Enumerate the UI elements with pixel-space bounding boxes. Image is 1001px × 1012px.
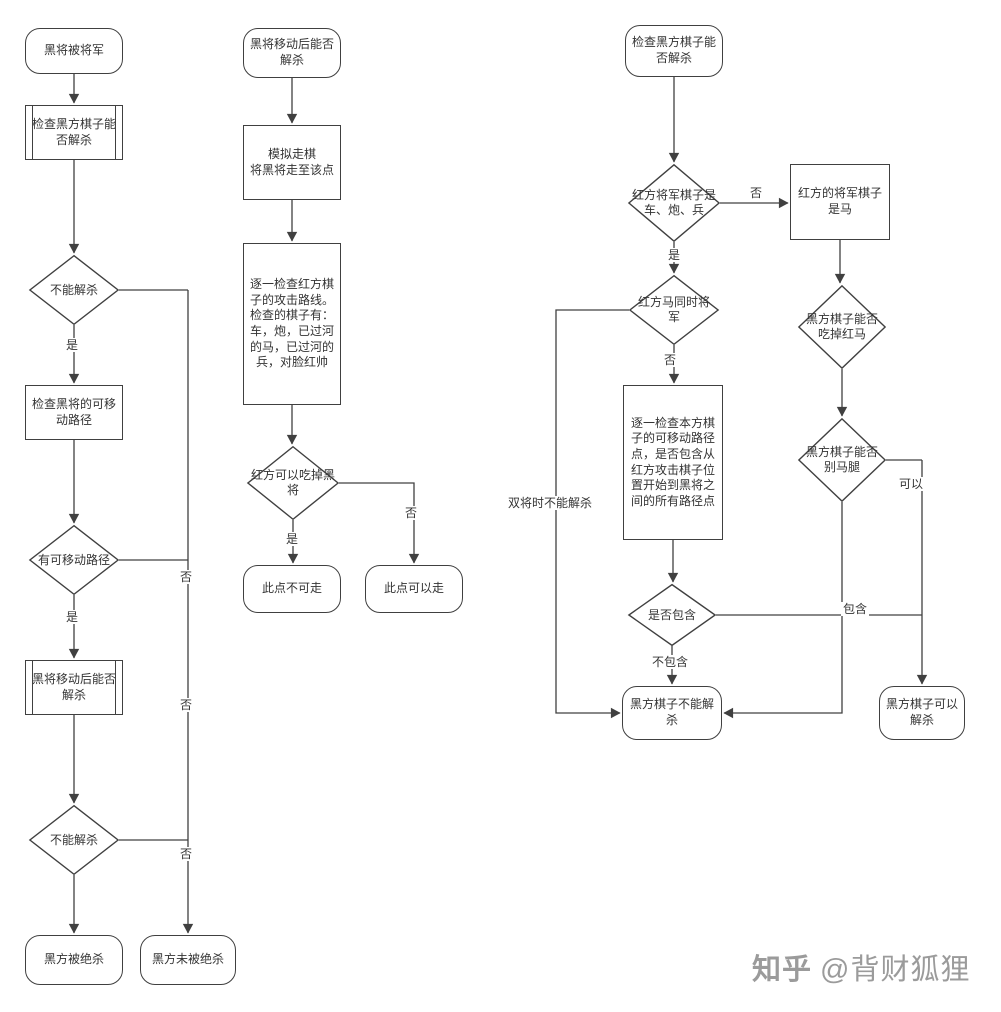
decision-label: 黑方棋子能否吃掉红马 xyxy=(805,312,878,341)
node-f3-checker-type: 红方将军棋子是车、炮、兵 xyxy=(628,164,720,242)
diamond-shape xyxy=(628,584,716,646)
edge-label-no-6: 否 xyxy=(662,353,679,368)
edge-label-yes-1: 是 xyxy=(64,338,81,353)
node-f3-contains: 是否包含 xyxy=(628,584,716,646)
edge-label-no-3: 否 xyxy=(178,847,195,862)
decision-label: 不能解杀 xyxy=(49,832,98,847)
node-f1-checkmated: 黑方被绝杀 xyxy=(25,935,123,985)
node-f2-check-attacks: 逐一检查红方棋子的攻击路线。检查的棋子有：车，炮，已过河的马，已过河的兵，对脸红… xyxy=(243,243,341,405)
diamond-shape xyxy=(29,805,119,875)
watermark-handle: @背财狐狸 xyxy=(820,954,971,986)
edge-label-no-2: 否 xyxy=(178,698,195,713)
edge-label-no-5: 否 xyxy=(748,186,765,201)
node-f3-cannot-resolve: 黑方棋子不能解杀 xyxy=(622,686,722,740)
node-f3-checker-horse: 红方的将军棋子是马 xyxy=(790,164,890,240)
watermark: 知乎@背财狐狸 xyxy=(752,946,970,988)
node-f2-start: 黑将移动后能否解杀 xyxy=(243,28,341,78)
edge-label-yes-3: 是 xyxy=(284,532,301,547)
node-f3-capture-horse: 黑方棋子能否吃掉红马 xyxy=(798,285,886,369)
node-f3-can-resolve: 黑方棋子可以解杀 xyxy=(879,686,965,740)
decision-label: 红方将军棋子是车、炮、兵 xyxy=(632,188,717,217)
node-f3-start: 检查黑方棋子能否解杀 xyxy=(625,25,723,77)
edge-label-yes-2: 是 xyxy=(64,610,81,625)
node-f3-check-own-moves: 逐一检查本方棋子的可移动路径点，是否包含从红方攻击棋子位置开始到黑将之间的所有路… xyxy=(623,385,723,540)
decision-label: 是否包含 xyxy=(647,607,696,622)
node-f1-cannot-resolve-1: 不能解杀 xyxy=(29,255,119,325)
edge-label-double-check: 双将时不能解杀 xyxy=(506,496,595,511)
diamond-shape xyxy=(628,164,720,242)
diamond-shape xyxy=(629,275,719,345)
decision-label: 黑方棋子能否别马腿 xyxy=(805,445,878,474)
edge-label-not-contains: 不包含 xyxy=(650,655,691,670)
decision-label: 红方马同时将军 xyxy=(637,295,710,324)
edge-label-contains: 包含 xyxy=(841,602,870,617)
edge-label-can: 可以 xyxy=(897,477,926,492)
diamond-shape xyxy=(29,525,119,595)
node-f2-red-capture: 红方可以吃掉黑将 xyxy=(247,446,339,520)
node-f2-point-blocked: 此点不可走 xyxy=(243,565,341,613)
node-f1-start: 黑将被将军 xyxy=(25,28,123,74)
node-f1-check-moves: 检查黑将的可移动路径 xyxy=(25,385,123,440)
diamond-shape xyxy=(29,255,119,325)
node-f1-check-pieces: 检查黑方棋子能否解杀 xyxy=(25,105,123,160)
decision-label: 红方可以吃掉黑将 xyxy=(251,468,336,497)
diamond-shape xyxy=(798,418,886,502)
edge-label-yes-4: 是 xyxy=(666,248,683,263)
edge-label-no-1: 否 xyxy=(178,570,195,585)
edge-label-no-4: 否 xyxy=(403,506,420,521)
node-f3-horse-also-check: 红方马同时将军 xyxy=(629,275,719,345)
node-f1-move-resolve: 黑将移动后能否解杀 xyxy=(25,660,123,715)
decision-label: 有可移动路径 xyxy=(37,552,110,567)
diamond-shape xyxy=(798,285,886,369)
diamond-shape xyxy=(247,446,339,520)
node-f2-point-ok: 此点可以走 xyxy=(365,565,463,613)
decision-label: 不能解杀 xyxy=(49,282,98,297)
node-f1-has-path: 有可移动路径 xyxy=(29,525,119,595)
node-f1-cannot-resolve-2: 不能解杀 xyxy=(29,805,119,875)
node-f3-block-horse-leg: 黑方棋子能否别马腿 xyxy=(798,418,886,502)
node-f1-not-checkmated: 黑方未被绝杀 xyxy=(140,935,236,985)
node-f2-simulate: 模拟走棋 将黑将走至该点 xyxy=(243,125,341,200)
zhihu-logo-text: 知乎 xyxy=(752,954,813,986)
